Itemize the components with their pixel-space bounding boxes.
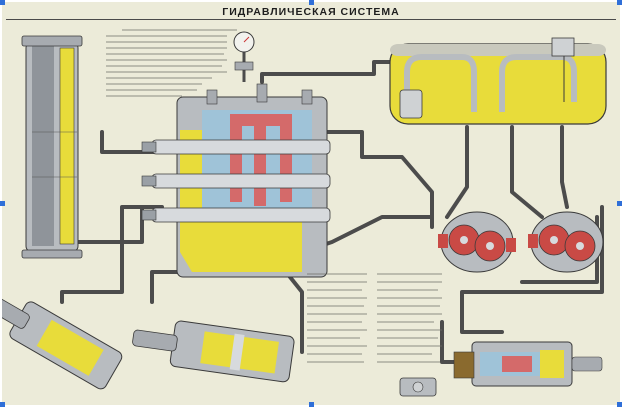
lower-middle-cylinder (132, 320, 295, 383)
selection-handle-top-right[interactable] (617, 0, 622, 5)
poster-title: ГИДРАВЛИЧЕСКАЯ СИСТЕМА (222, 6, 400, 18)
lower-left-cylinder (2, 297, 123, 390)
bottom-right-control-valve (453, 341, 603, 387)
title-rule (6, 19, 616, 20)
pressure-gauge-icon (233, 31, 255, 82)
gear-pump-left (438, 211, 516, 273)
selection-handle-middle-right[interactable] (617, 201, 622, 206)
selection-handle-top-left[interactable] (0, 0, 5, 5)
bottom-left-hose-fitting (399, 377, 437, 397)
selection-handle-top-center[interactable] (309, 0, 314, 5)
vertical-lift-cylinder (21, 35, 83, 259)
selection-handle-bottom-left[interactable] (0, 402, 5, 407)
hydraulic-oil-tank (389, 37, 607, 125)
gear-pump-right (528, 211, 604, 273)
selection-handle-bottom-center[interactable] (309, 402, 314, 407)
legend-text-block (307, 273, 442, 363)
selection-handle-bottom-right[interactable] (617, 402, 622, 407)
distributor-valve-block (141, 83, 331, 278)
description-text-block (106, 29, 237, 97)
selection-handle-middle-left[interactable] (0, 201, 5, 206)
